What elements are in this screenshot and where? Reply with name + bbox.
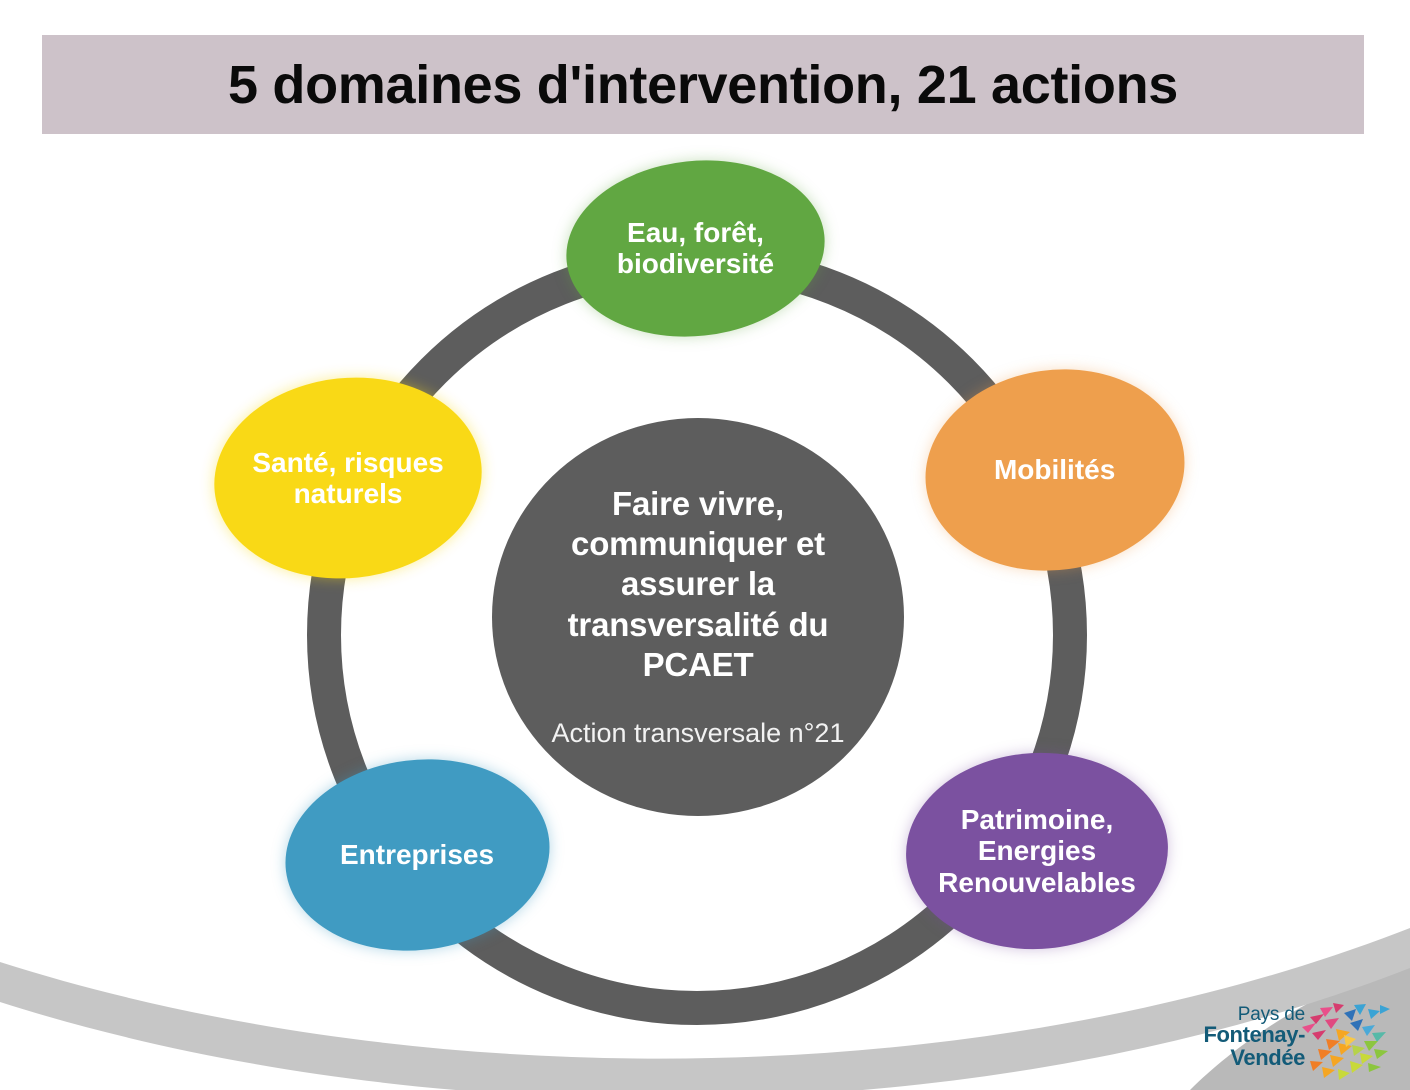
logo-line-2: Fontenay- — [1203, 1022, 1305, 1048]
logo-pays-de-fontenay-vendee: Pays de Fontenay- Vendée — [1180, 1003, 1405, 1085]
hub-center: Faire vivre, communiquer et assurer la t… — [492, 418, 904, 816]
logo-line-1: Pays de — [1237, 1004, 1305, 1025]
hub-subtitle: Action transversale n°21 — [551, 718, 845, 749]
page-title: 5 domaines d'intervention, 21 actions — [228, 54, 1178, 115]
hub-title: Faire vivre, communiquer et assurer la t… — [567, 484, 829, 683]
node-label: Eau, forêt, biodiversité — [616, 217, 775, 280]
title-band: 5 domaines d'intervention, 21 actions — [42, 35, 1364, 134]
node-label: Mobilités — [994, 454, 1116, 486]
node-label: Entreprises — [340, 839, 495, 871]
logo-text: Pays de Fontenay- Vendée — [1180, 1005, 1305, 1069]
starburst-icon — [1302, 1003, 1390, 1080]
node-label: Patrimoine, Energies Renouvelables — [938, 803, 1136, 898]
logo-line-3: Vendée — [1230, 1044, 1305, 1070]
node-label: Santé, risques naturels — [252, 446, 444, 509]
